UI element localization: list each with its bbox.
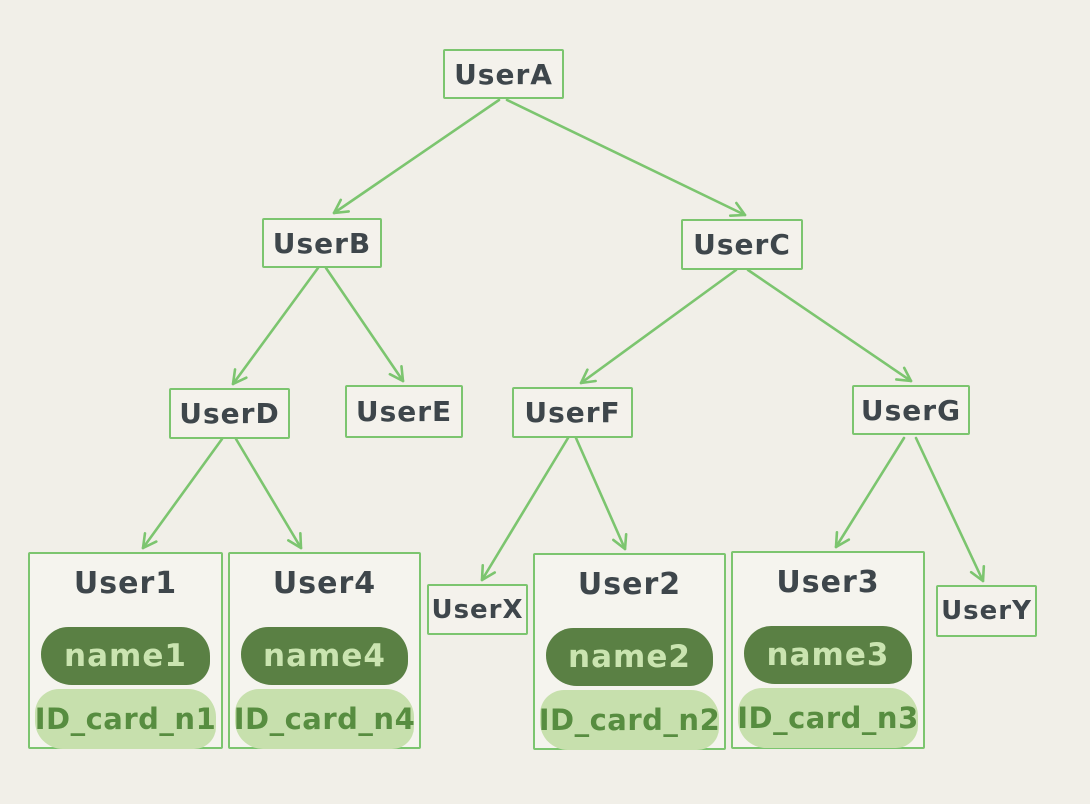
node-userc: UserC bbox=[681, 219, 803, 270]
node-usera: UserA bbox=[443, 49, 564, 99]
edge-userd-user1 bbox=[141, 437, 224, 550]
node-userg: UserG bbox=[852, 385, 970, 435]
id-card-pill: ID_card_n2 bbox=[539, 690, 720, 750]
node-label: UserG bbox=[860, 393, 962, 427]
edge-userb-userd bbox=[231, 266, 320, 386]
node-label: UserC bbox=[693, 228, 791, 261]
edge-userc-userf bbox=[579, 268, 738, 385]
edge-userc-userg bbox=[746, 268, 913, 383]
node-label: UserD bbox=[179, 397, 280, 430]
node-label: UserY bbox=[941, 596, 1032, 626]
node-userf: UserF bbox=[512, 387, 633, 438]
card-user3: User3 name3 ID_card_n3 bbox=[731, 551, 925, 749]
edge-userb-usere bbox=[324, 266, 405, 383]
card-user4: User4 name4 ID_card_n4 bbox=[228, 552, 421, 749]
card-title: User3 bbox=[776, 565, 880, 600]
card-user1: User1 name1 ID_card_n1 bbox=[28, 552, 223, 749]
id-card-pill: ID_card_n1 bbox=[35, 689, 217, 749]
node-userb: UserB bbox=[262, 218, 382, 268]
id-card-pill: ID_card_n3 bbox=[737, 688, 918, 748]
node-label: UserF bbox=[524, 396, 621, 429]
node-label: UserX bbox=[431, 594, 524, 625]
node-userx: UserX bbox=[427, 584, 528, 635]
card-title: User1 bbox=[73, 566, 178, 601]
edge-userg-usery bbox=[914, 436, 986, 583]
card-title: User2 bbox=[577, 567, 682, 602]
edge-usera-userc bbox=[505, 98, 747, 217]
name-pill: name2 bbox=[546, 628, 713, 686]
name-pill: name3 bbox=[744, 626, 912, 684]
edge-userd-user4 bbox=[234, 437, 303, 550]
card-user2: User2 name2 ID_card_n2 bbox=[533, 553, 726, 750]
node-usery: UserY bbox=[936, 585, 1037, 637]
node-usere: UserE bbox=[345, 385, 463, 438]
name-pill: name1 bbox=[41, 627, 210, 685]
node-label: UserE bbox=[355, 395, 453, 428]
card-title: User4 bbox=[272, 566, 377, 601]
node-userd: UserD bbox=[169, 388, 290, 439]
id-card-pill: ID_card_n4 bbox=[234, 689, 415, 749]
name-pill: name4 bbox=[241, 627, 408, 685]
edge-userg-user3 bbox=[834, 436, 906, 549]
edge-usera-userb bbox=[332, 98, 501, 215]
node-label: UserB bbox=[272, 226, 372, 260]
edge-userf-user2 bbox=[574, 436, 628, 551]
node-label: UserA bbox=[454, 57, 553, 91]
